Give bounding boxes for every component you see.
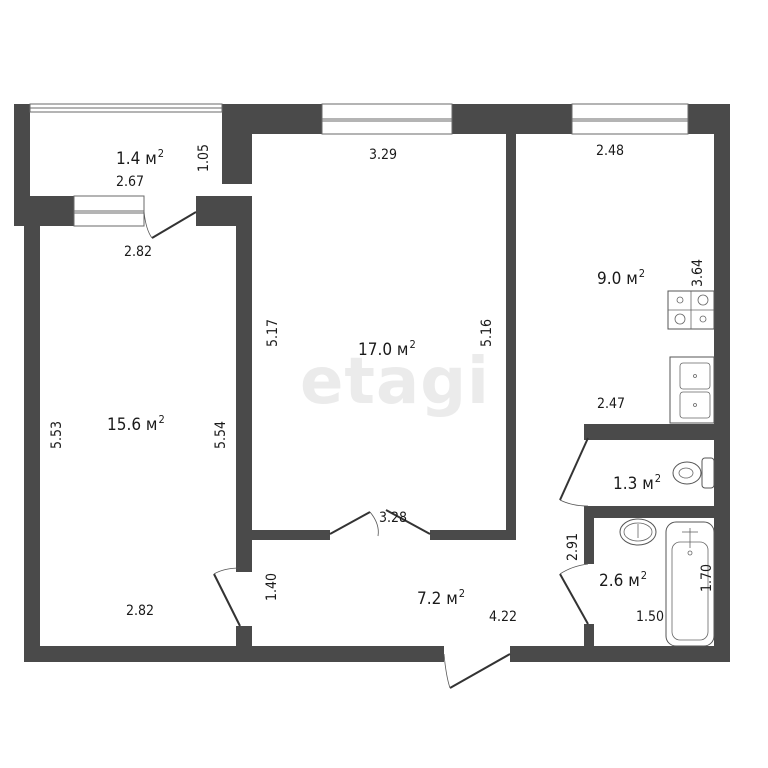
living-room-left-length: 5.17 [265, 318, 281, 347]
living-room-top-width: 3.29 [369, 147, 398, 163]
hallway-width: 1.40 [264, 572, 280, 601]
toilet-icon [672, 457, 715, 489]
bathtub-length: 1.70 [699, 563, 715, 592]
bedroom-left-area: 15.6 м2 [107, 413, 165, 435]
door-entrance [443, 653, 511, 689]
balcony-door-width: 2.82 [124, 244, 153, 260]
living-room-bottom-width: 3.28 [379, 510, 408, 526]
stove-icon [667, 290, 715, 330]
hallway-side-length: 2.91 [565, 532, 581, 561]
bathroom-width: 1.50 [636, 609, 665, 625]
walls [14, 104, 730, 662]
window-living-room [321, 103, 453, 135]
bedroom-left-bottom-width: 2.82 [126, 603, 155, 619]
door-bathroom [559, 563, 589, 625]
door-balcony [143, 211, 197, 239]
balcony-area: 1.4 м2 [116, 147, 165, 169]
window-balcony [29, 103, 223, 113]
washbasin-icon [619, 518, 657, 546]
toilet-area: 1.3 м2 [613, 472, 662, 494]
bathroom-area: 2.6 м2 [599, 569, 648, 591]
sink-icon [669, 356, 715, 424]
door-living-room [329, 509, 431, 537]
watermark: etagi [300, 345, 490, 419]
kitchen-length: 3.64 [690, 258, 706, 287]
balcony-width: 2.67 [116, 174, 145, 190]
bedroom-left-left-length: 5.53 [49, 420, 65, 449]
living-room-right-length: 5.16 [479, 318, 495, 347]
fixtures [619, 290, 715, 647]
doors [143, 211, 589, 689]
kitchen-area: 9.0 м2 [597, 267, 646, 289]
bathtub-icon [665, 521, 715, 647]
balcony-depth: 1.05 [196, 143, 212, 172]
hallway-area: 7.2 м2 [417, 587, 466, 609]
living-room-area: 17.0 м2 [358, 338, 416, 360]
bedroom-left-right-length: 5.54 [213, 420, 229, 449]
hallway-length: 4.22 [489, 609, 518, 625]
window-kitchen [571, 103, 689, 135]
kitchen-top-width: 2.48 [596, 143, 625, 159]
window-balcony-door [73, 195, 145, 227]
windows [29, 103, 689, 227]
kitchen-bottom-width: 2.47 [597, 396, 626, 412]
door-left-bedroom [213, 567, 241, 627]
door-toilet [559, 437, 589, 507]
